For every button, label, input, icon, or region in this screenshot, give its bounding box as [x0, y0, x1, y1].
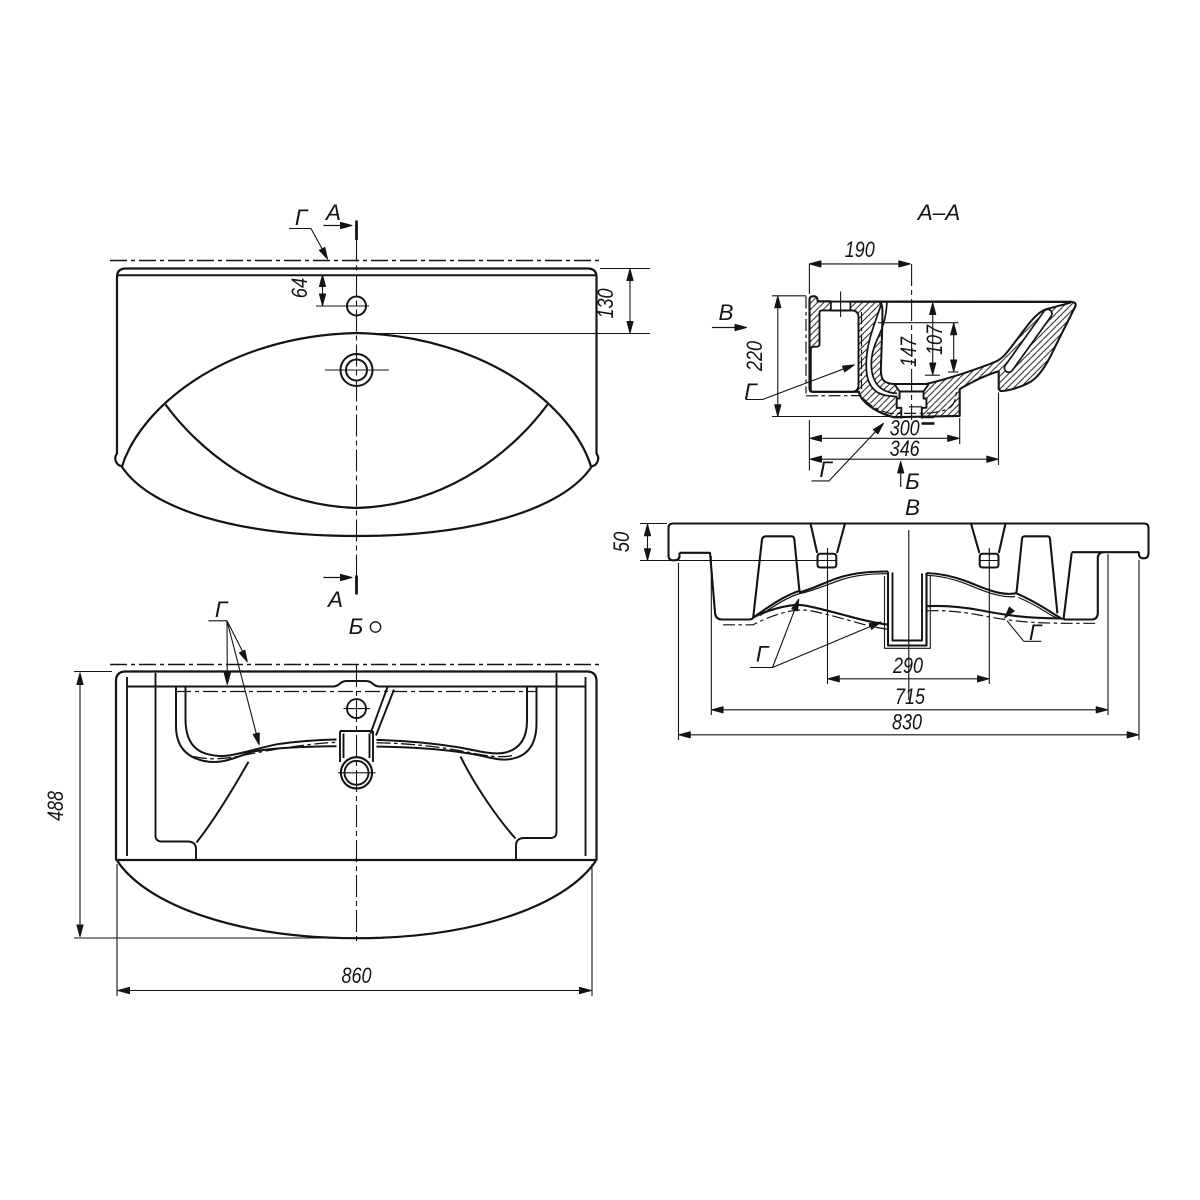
svg-text:A: A: [326, 587, 343, 612]
svg-text:Г: Г: [215, 597, 229, 622]
svg-text:147: 147: [896, 336, 921, 367]
svg-text:715: 715: [895, 684, 925, 709]
svg-text:Г: Г: [819, 457, 833, 482]
svg-text:B: B: [718, 300, 733, 325]
svg-text:В: В: [905, 495, 920, 520]
svg-text:Г: Г: [756, 642, 770, 667]
svg-text:830: 830: [892, 710, 922, 735]
svg-text:A–A: A–A: [916, 200, 961, 225]
svg-text:64: 64: [287, 278, 312, 299]
svg-text:346: 346: [890, 436, 920, 461]
svg-text:Г: Г: [295, 205, 309, 230]
svg-text:130: 130: [593, 288, 618, 318]
svg-text:50: 50: [609, 531, 634, 552]
svg-text:Г: Г: [744, 379, 758, 404]
svg-text:488: 488: [43, 791, 68, 821]
svg-text:Г: Г: [1029, 620, 1043, 645]
svg-text:107: 107: [922, 324, 947, 355]
svg-text:860: 860: [342, 963, 372, 988]
svg-text:290: 290: [892, 653, 923, 678]
svg-text:A: A: [324, 200, 341, 225]
svg-text:220: 220: [742, 341, 767, 372]
svg-text:Б: Б: [905, 469, 920, 494]
svg-text:Б: Б: [349, 614, 364, 639]
svg-text:300: 300: [890, 416, 920, 441]
svg-text:190: 190: [845, 237, 875, 262]
